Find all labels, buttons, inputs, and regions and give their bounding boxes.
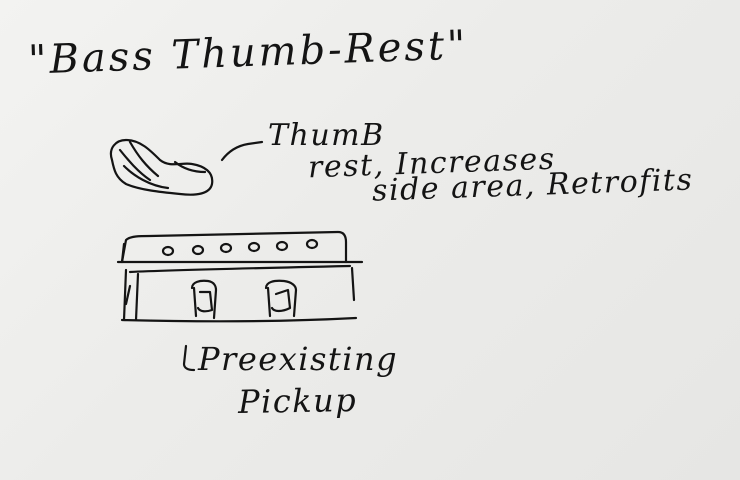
pickup-sketch [116, 230, 364, 323]
pickup-label-line1: Preexisting [198, 340, 399, 378]
thumb-rest-sketch [109, 138, 214, 196]
pole-piece-row [161, 238, 319, 257]
thumb-rest-label-line1: ThumB [268, 118, 385, 153]
pickup-leader-line [182, 344, 196, 372]
thumb-rest-leader-line [220, 140, 264, 162]
